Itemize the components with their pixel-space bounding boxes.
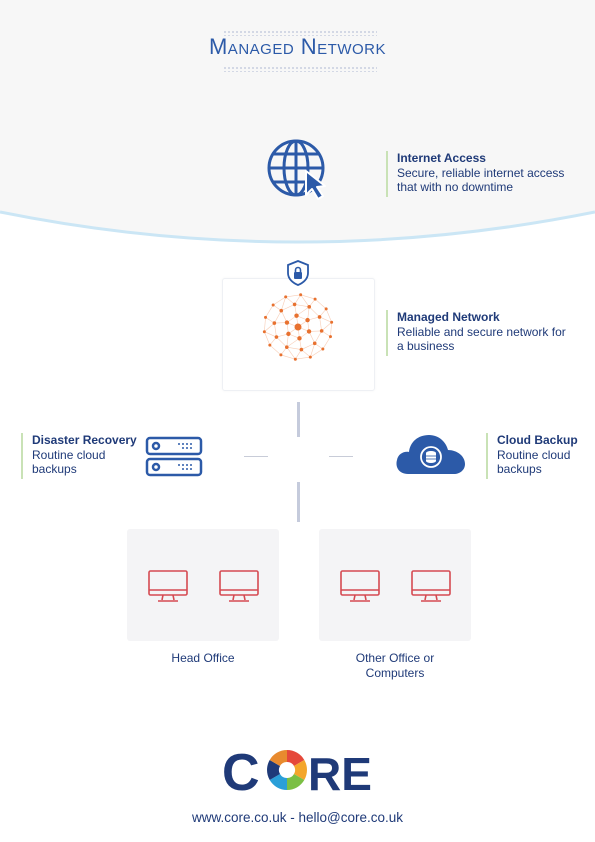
head-office-label-1: Head Office xyxy=(171,651,235,665)
cloud-backup-desc-2: backups xyxy=(497,462,542,476)
disaster-recovery-note: Disaster Recovery Routine cloud backups xyxy=(21,433,152,479)
globe-cursor-icon xyxy=(267,139,326,200)
managed-network-card xyxy=(222,278,375,391)
monitor-icon xyxy=(411,570,451,602)
internet-access-desc-1: Secure, reliable internet access xyxy=(397,165,565,180)
logo-letters-re: RE xyxy=(308,748,372,800)
other-office-label-1: Other Office or xyxy=(355,651,435,665)
internet-access-note: Internet Access Secure, reliable interne… xyxy=(386,151,595,197)
core-logo: C RE xyxy=(222,744,372,802)
monitor-icon xyxy=(340,570,380,602)
other-office-card xyxy=(319,529,471,641)
page-title: Managed Network xyxy=(208,34,386,59)
contact-line: www.core.co.uk - hello@core.co.uk xyxy=(191,810,404,825)
other-office-label: Other Office or Computers xyxy=(319,651,471,680)
disaster-recovery-desc-2: backups xyxy=(32,462,77,476)
title-dots-bottom xyxy=(223,66,377,72)
head-office-card xyxy=(127,529,279,641)
cloud-backup-desc-1: Routine cloud xyxy=(497,447,571,462)
other-office-label-2: Computers xyxy=(365,665,425,680)
internet-access-title: Internet Access xyxy=(397,151,486,165)
disaster-recovery-title: Disaster Recovery xyxy=(32,433,137,447)
logo-aperture xyxy=(267,750,307,790)
connector-upper xyxy=(297,402,300,437)
internet-access-desc-2: that with no downtime xyxy=(397,180,514,194)
connector-right xyxy=(329,456,353,457)
managed-network-desc-2: a business xyxy=(397,339,455,353)
managed-network-note: Managed Network Reliable and secure netw… xyxy=(386,310,587,356)
managed-network-title: Managed Network xyxy=(397,310,500,324)
server-rack-icon xyxy=(145,436,203,477)
head-office-label: Head Office xyxy=(127,651,279,666)
header-background xyxy=(0,0,595,244)
connector-left xyxy=(244,456,268,457)
cloud-backup-title: Cloud Backup xyxy=(497,433,578,447)
disaster-recovery-desc-1: Routine cloud xyxy=(32,447,106,462)
monitor-icon xyxy=(148,570,188,602)
managed-network-desc-1: Reliable and secure network for xyxy=(397,324,566,339)
cloud-database-icon xyxy=(396,435,465,474)
monitor-icon xyxy=(219,570,259,602)
title-dots-top xyxy=(223,30,377,36)
connector-lower xyxy=(297,482,300,522)
network-sphere-icon xyxy=(262,293,334,361)
cloud-backup-note: Cloud Backup Routine cloud backups xyxy=(486,433,595,479)
shield-lock-icon xyxy=(287,260,309,286)
logo-letter-c: C xyxy=(222,744,260,802)
